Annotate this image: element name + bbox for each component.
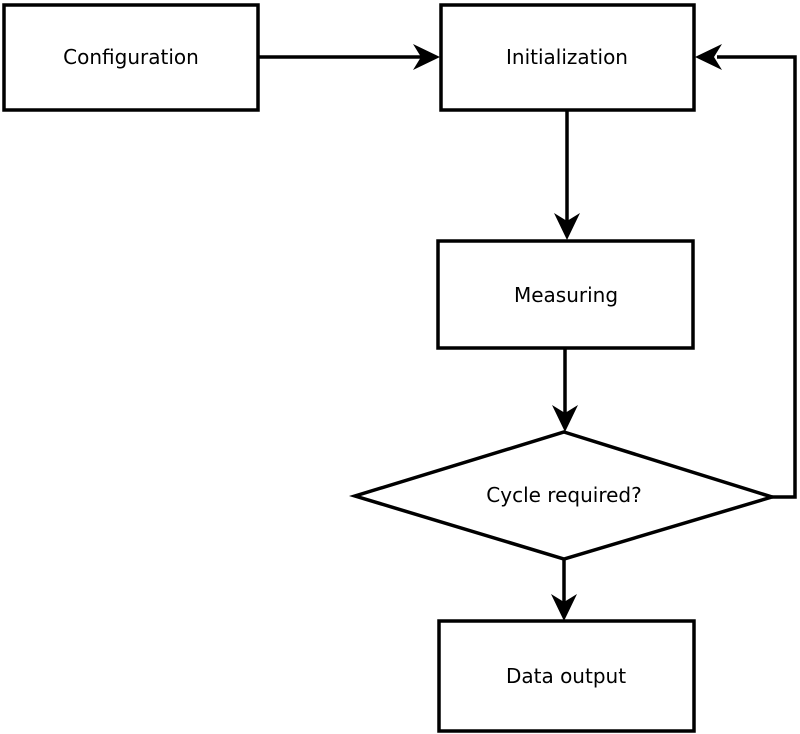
measuring-box	[436, 239, 695, 350]
cycle-required-diamond	[348, 430, 778, 561]
configuration-label: Configuration	[63, 45, 199, 69]
node-measuring: Measuring	[436, 239, 695, 350]
edge-line-loop-back	[717, 55, 797, 499]
measuring-label: Measuring	[514, 283, 618, 307]
node-initialization: Initialization	[439, 3, 696, 112]
edge-cycle-required-to-data-output	[551, 559, 577, 621]
arrowhead-down-icon	[551, 594, 577, 621]
edge-cycle-required-loop-to-initialization	[695, 44, 797, 499]
arrowhead-right-icon	[413, 44, 440, 70]
edge-configuration-to-initialization	[258, 44, 440, 70]
arrowhead-left-icon	[695, 44, 722, 70]
initialization-box	[439, 3, 696, 112]
edge-measuring-to-cycle-required	[552, 348, 578, 432]
node-configuration: Configuration	[2, 3, 260, 112]
arrowhead-down-icon	[554, 213, 580, 240]
data-output-label: Data output	[506, 664, 626, 688]
node-cycle-required: Cycle required?	[348, 430, 778, 561]
configuration-box	[2, 3, 260, 112]
edge-initialization-to-measuring	[554, 110, 580, 240]
node-data-output: Data output	[437, 619, 696, 733]
cycle-required-label: Cycle required?	[486, 483, 641, 507]
data-output-box	[437, 619, 696, 733]
initialization-label: Initialization	[506, 45, 628, 69]
arrowhead-down-icon	[552, 405, 578, 432]
